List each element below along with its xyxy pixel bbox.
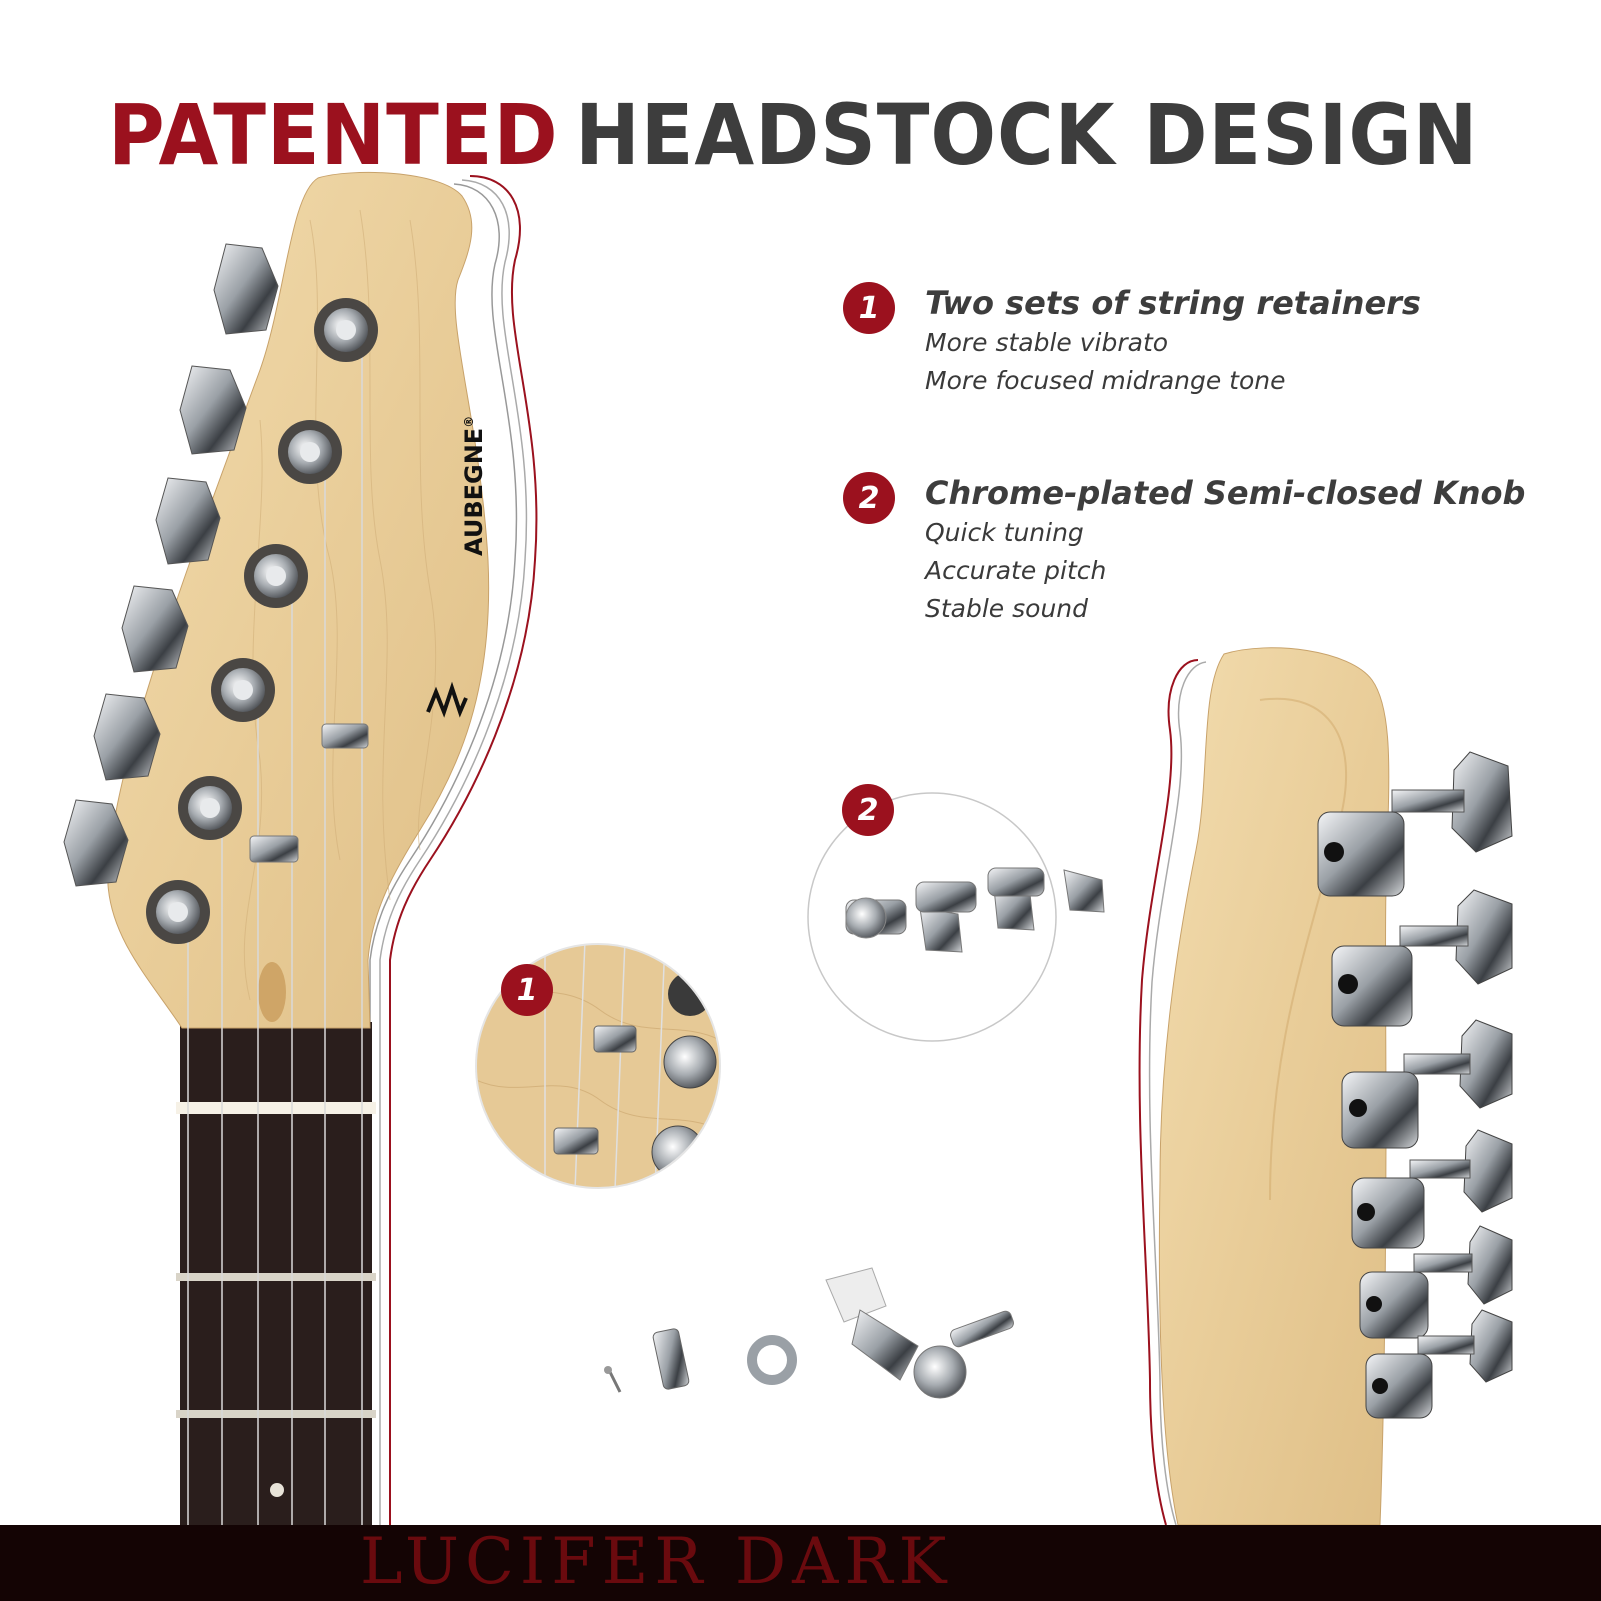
tuner-buttons-left xyxy=(63,243,279,887)
registered-mark: ® xyxy=(462,415,476,428)
footer-band: LUCIFER DARK xyxy=(0,1525,1601,1601)
string-retainers xyxy=(249,723,369,863)
feature-2-line-3: Stable sound xyxy=(925,594,1089,623)
zoom-circle-knobs xyxy=(807,792,1105,1042)
string-posts xyxy=(146,298,378,944)
knob-callout-badge: 2 xyxy=(842,784,894,836)
brand-logo-mark xyxy=(426,681,468,718)
brand-logo: AUBEGNE® xyxy=(460,416,488,556)
feature-1-title: Two sets of string retainers xyxy=(925,284,1421,322)
tuners-right xyxy=(1317,751,1513,1419)
feature-1-line-2: More focused midrange tone xyxy=(925,366,1286,395)
loose-tuner-parts xyxy=(604,1267,1014,1399)
feature-2-title: Chrome-plated Semi-closed Knob xyxy=(925,474,1526,512)
headstock-layers xyxy=(369,175,538,1525)
title-main: HEADSTOCK DESIGN xyxy=(575,86,1479,184)
footer-text: LUCIFER DARK xyxy=(360,1525,953,1599)
feature-1-badge: 1 xyxy=(843,282,895,334)
fretboard xyxy=(176,1022,376,1525)
feature-1-line-1: More stable vibrato xyxy=(925,328,1169,357)
feature-2-line-2: Accurate pitch xyxy=(925,556,1107,585)
feature-2-line-1: Quick tuning xyxy=(925,518,1084,547)
brand-name: AUBEGNE xyxy=(460,427,488,556)
headstock-strings xyxy=(187,345,363,1525)
retainer-callout-badge: 1 xyxy=(501,964,553,1016)
feature-2-badge: 2 xyxy=(843,472,895,524)
title-highlight: PATENTED xyxy=(108,86,559,184)
